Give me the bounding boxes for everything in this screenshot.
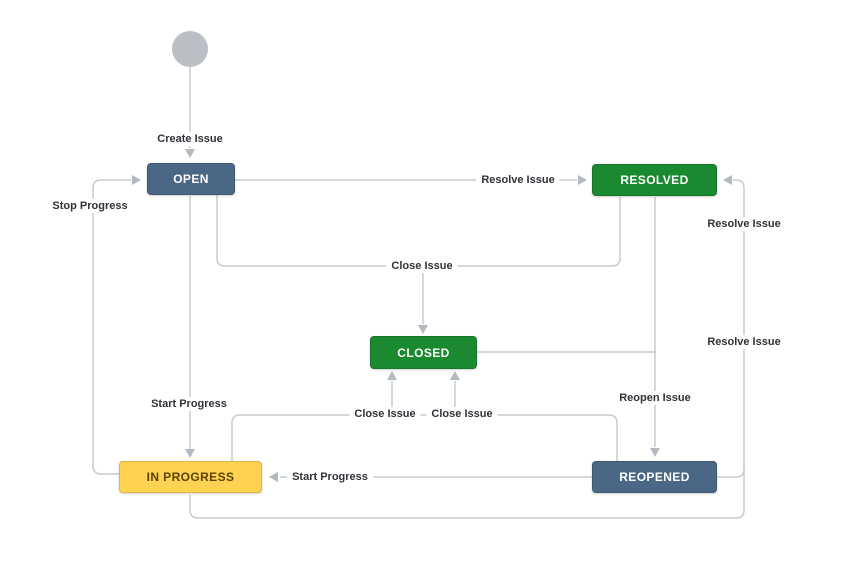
edge-label-stop-progress[interactable]: Stop Progress (47, 199, 133, 213)
edge-close-issue-lower-rail (231, 414, 618, 461)
edge-reopened-to-right-rail (717, 462, 745, 478)
arrowhead-into-open-left (132, 175, 141, 185)
edge-label-start-progress-open[interactable]: Start Progress (146, 397, 232, 411)
node-reopened[interactable]: REOPENED (592, 461, 717, 493)
edge-label-close-issue-reopened[interactable]: Close Issue (426, 407, 498, 421)
edge-label-close-issue-open[interactable]: Close Issue (386, 259, 458, 273)
arrowhead-into-inprogress-right (269, 472, 278, 482)
edge-label-close-issue-in-progress[interactable]: Close Issue (349, 407, 421, 421)
arrowhead-into-inprogress-top (185, 449, 195, 458)
node-resolved[interactable]: RESOLVED (592, 164, 717, 196)
arrowhead-into-closed-bottom-right (450, 371, 460, 380)
arrowhead-into-resolved-right (723, 175, 732, 185)
edge-label-resolve-issue-right-upper[interactable]: Resolve Issue (702, 217, 786, 231)
node-open[interactable]: OPEN (147, 163, 235, 195)
edge-label-create-issue[interactable]: Create Issue (152, 132, 228, 146)
edge-label-resolve-issue-right-lower[interactable]: Resolve Issue (702, 335, 786, 349)
start-node[interactable] (172, 31, 208, 67)
arrowhead-into-closed-top (418, 325, 428, 334)
edge-stop-progress (92, 179, 131, 475)
arrowhead-into-resolved-left (578, 175, 587, 185)
node-in-progress[interactable]: IN PROGRESS (119, 461, 262, 493)
arrowhead-into-closed-bottom-left (387, 371, 397, 380)
arrowhead-into-open-top (185, 149, 195, 158)
arrowhead-into-reopened-top (650, 448, 660, 457)
edge-close-issue-top (216, 195, 621, 267)
node-closed[interactable]: CLOSED (370, 336, 477, 369)
edge-resolve-issue-right-rail (189, 179, 745, 519)
edge-label-start-progress-reopened[interactable]: Start Progress (287, 470, 373, 484)
edge-label-resolve-issue-open[interactable]: Resolve Issue (476, 173, 560, 187)
edge-label-reopen-issue[interactable]: Reopen Issue (614, 391, 696, 405)
